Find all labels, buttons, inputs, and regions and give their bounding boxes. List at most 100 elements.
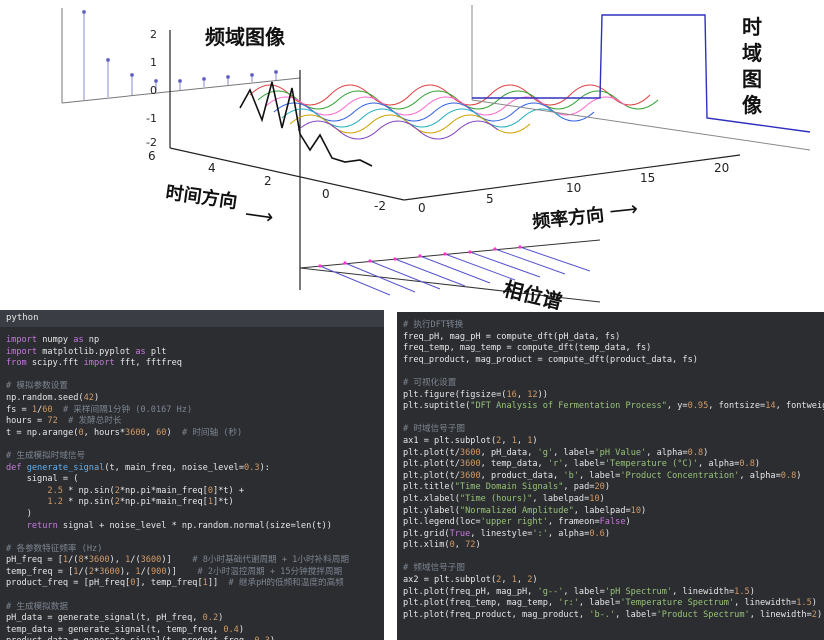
code-token: , alpha= — [547, 528, 590, 539]
code-token: 'pH Value' — [594, 447, 647, 458]
code-token: ) — [811, 598, 817, 609]
code-line: plt.figure(figsize=(16, 12)) — [403, 390, 818, 402]
code-token: , — [145, 427, 157, 438]
code-line: ) — [6, 509, 378, 521]
code-token: generate_signal — [21, 462, 105, 473]
code-token: "Normalized Amplitude" — [459, 505, 574, 516]
code-token: 8 — [78, 555, 84, 566]
code-token: ) — [754, 459, 761, 470]
code-line: plt.plot(t/3600, pH_data, 'g', label='pH… — [403, 448, 818, 460]
code-token: plt.title( — [403, 482, 455, 493]
freq-tick: 0 — [418, 201, 426, 215]
code-token: 1 — [31, 404, 38, 415]
code-token: 'r:' — [558, 598, 579, 609]
code-line: # 生成模拟数据 — [6, 602, 378, 614]
code-token: ) — [532, 435, 538, 446]
code-token: from — [6, 358, 27, 369]
code-token: , linewidth= — [672, 586, 735, 597]
code-token: plt.legend(loc= — [403, 517, 481, 528]
svg-text:时: 时 — [742, 15, 762, 39]
code-token: import — [6, 346, 38, 357]
code-token: 42 — [83, 392, 94, 403]
freq-direction-arrow: ⟶ — [608, 196, 639, 223]
code-token: ax1 = plt.subplot( — [403, 435, 497, 446]
code-line: ax2 = plt.subplot(2, 1, 2) — [403, 575, 818, 587]
code-token: 2.5 — [47, 485, 63, 496]
code-line: product_data = generate_signal(t, produc… — [6, 636, 378, 640]
code-token: /( — [130, 555, 141, 566]
code-token: 900 — [150, 566, 167, 577]
code-token: ]*t) — [213, 497, 234, 508]
time-tick: 6 — [148, 149, 156, 163]
code-token: , — [516, 389, 528, 400]
code-token: 'pH Spectrum' — [604, 586, 673, 597]
code-token: # 频域信号子图 — [403, 563, 465, 574]
code-line: return signal + noise_level * np.random.… — [6, 521, 378, 533]
code-token: # 继承pH的低频和温度的高频 — [218, 578, 344, 589]
code-line: 2.5 * np.sin(2*np.pi*main_freq[0]*t) + — [6, 486, 378, 498]
code-token: ), — [119, 566, 136, 577]
code-token: # 执行DFT转换 — [403, 320, 464, 330]
code-line — [6, 370, 378, 382]
code-token: ) — [604, 528, 611, 539]
code-token: ) — [270, 636, 275, 640]
code-token: ) — [816, 609, 823, 620]
code-token: 0.6 — [589, 528, 605, 539]
code-token: 0 — [449, 540, 455, 551]
code-token: , — [516, 575, 528, 586]
fourier-illustration: 2 1 0 -1 -2 6 4 2 0 -2 0 5 10 15 20 — [0, 0, 824, 314]
code-token: 1 — [135, 566, 141, 577]
code-token: freq_pH, mag_pH = compute_dft(pH_data, f… — [403, 331, 621, 342]
code-token: # 模拟参数设置 — [6, 381, 68, 392]
code-token: ]] — [207, 578, 219, 589]
code-token: signal + noise_level * np.random.normal(… — [57, 520, 332, 531]
freq-image-label: 频域图像 — [205, 25, 286, 49]
code-token: np — [83, 335, 100, 345]
code-token: 3600 — [140, 555, 162, 566]
code-token: , labelpad= — [573, 505, 631, 516]
code-token: plt.plot(t/ — [403, 447, 460, 458]
code-token: 12 — [527, 389, 538, 400]
code-token: 2 — [88, 566, 94, 577]
code-line: # 各参数特征频率 (Hz) — [6, 544, 378, 556]
code-line: # 模拟参数设置 — [6, 381, 378, 393]
code-line: 1.2 * np.sin(2*np.pi*main_freq[1]*t) — [6, 497, 378, 509]
code-token: 0.8 — [739, 459, 755, 470]
code-token: 'g--' — [537, 586, 564, 597]
code-token: , linestyle= — [470, 528, 533, 539]
code-token: ) — [93, 392, 100, 403]
code-token: ':' — [532, 528, 548, 539]
code-token: temp_data = generate_signal(t, temp_freq… — [6, 624, 224, 635]
code-token: 0 — [207, 485, 214, 496]
code-token: plt.suptitle( — [403, 401, 471, 412]
code-token: ]*t) + — [213, 485, 245, 496]
code-token: 3600 — [459, 459, 481, 470]
code-token: 2 — [811, 609, 817, 620]
code-line: signal = ( — [6, 474, 378, 486]
code-token: 1 — [125, 555, 131, 566]
freq-tick: 10 — [566, 181, 581, 195]
code-token: "Time (hours)" — [459, 493, 533, 504]
code-token: as — [73, 335, 84, 345]
code-token: freq_temp, mag_temp = compute_dft(temp_d… — [403, 343, 652, 354]
code-token: 2 — [527, 575, 533, 586]
code-token: , alpha= — [739, 470, 781, 481]
code-token: 3600 — [88, 555, 110, 566]
code-token: 1.5 — [734, 586, 750, 597]
code-token: 2 — [496, 575, 502, 586]
code-token: * np.sin( — [62, 497, 115, 508]
time-image-label: 时 域 图 像 — [742, 15, 763, 117]
code-token: , — [454, 540, 466, 551]
time-tick: 4 — [208, 161, 216, 175]
time-domain-inset — [471, 5, 811, 151]
code-line: plt.xlabel("Time (hours)", labelpad=10) — [403, 494, 818, 506]
time-tick: -2 — [374, 199, 386, 213]
code-token: 'b-.' — [589, 609, 616, 620]
code-token: plt.xlabel( — [403, 493, 460, 504]
code-token: 2 — [114, 485, 120, 496]
code-token — [6, 486, 47, 496]
code-line: plt.legend(loc='upper right', frameon=Fa… — [403, 517, 818, 529]
code-token: , label= — [615, 609, 657, 620]
